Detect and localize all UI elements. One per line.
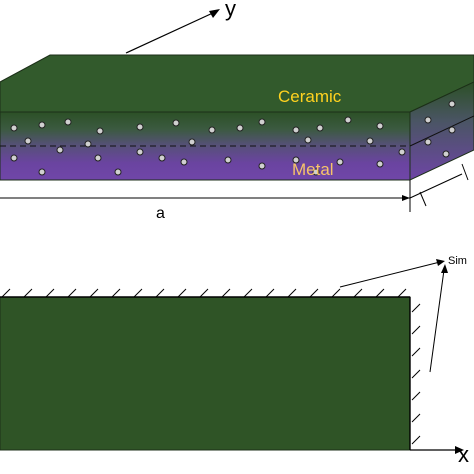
y-axis-arrow <box>125 9 220 54</box>
side-mid-line <box>409 115 474 147</box>
metal-label: Metal <box>292 160 334 179</box>
support-leader-arrows <box>339 259 448 373</box>
support-hatching-right <box>409 297 421 450</box>
dimension-a-line <box>0 163 469 212</box>
y-axis-label: y <box>225 0 236 21</box>
particle-group <box>10 100 456 176</box>
dimension-a-label: a <box>156 205 165 222</box>
ceramic-label: Ceramic <box>278 87 342 106</box>
plate-plan-view <box>0 296 411 451</box>
plate-top-face <box>0 54 474 113</box>
x-axis-label: x <box>458 442 469 467</box>
support-note-label: Sim <box>448 255 467 267</box>
x-axis-arrow <box>410 446 464 454</box>
support-hatching-top <box>0 288 410 298</box>
